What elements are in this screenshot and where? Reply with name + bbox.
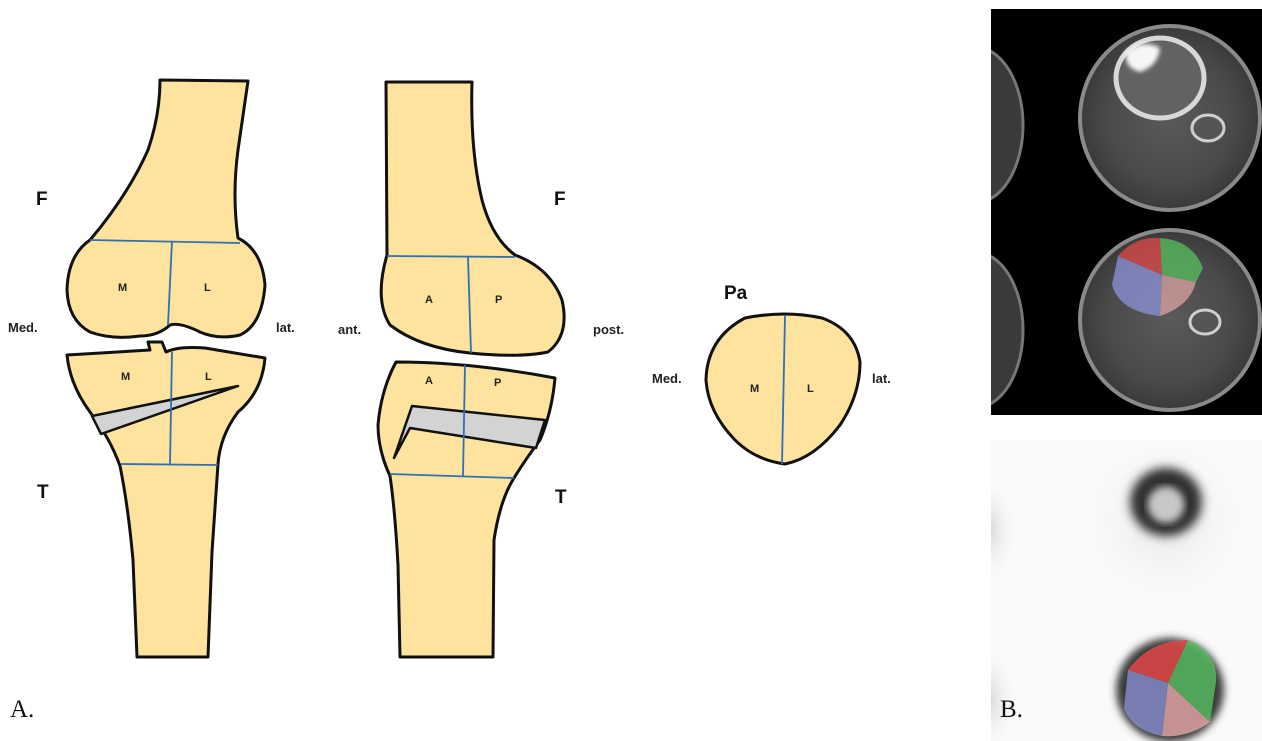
femur-frontal-label: F bbox=[36, 189, 48, 210]
patella-zone-l: L bbox=[807, 383, 814, 395]
tibia-frontal-zone-m: M bbox=[121, 371, 130, 383]
pet-contralateral-leg bbox=[960, 470, 1020, 590]
femur-sagittal-zone-line-horizontal bbox=[387, 256, 515, 257]
medial-label-patella: Med. bbox=[652, 371, 682, 386]
patella-label: Pa bbox=[724, 283, 748, 304]
pet-uptake-center bbox=[1148, 487, 1184, 523]
tibia-frontal-label: T bbox=[37, 482, 49, 503]
lateral-label-patella: lat. bbox=[872, 371, 891, 386]
tibia-frontal bbox=[67, 342, 265, 657]
patella-view: M L Pa Med. lat. bbox=[652, 283, 891, 464]
ct-overlay-contralateral-leg bbox=[927, 252, 1023, 408]
tibia-frontal-zone-l: L bbox=[205, 371, 212, 383]
pet-image bbox=[960, 420, 1262, 620]
tibia-sagittal bbox=[378, 362, 555, 657]
tibia-sagittal-zone-a: A bbox=[425, 375, 433, 387]
anterior-label-sagittal: ant. bbox=[338, 322, 361, 337]
tibia-sagittal-label: T bbox=[555, 487, 567, 508]
panel-a: M L M L F T Med. lat. A P A P F T ant. p… bbox=[8, 80, 891, 723]
femur-sagittal bbox=[381, 82, 564, 355]
ct-overlay-fibula bbox=[1190, 310, 1220, 334]
panel-b: B. bbox=[927, 9, 1262, 741]
frontal-knee-view: M L M L F T Med. lat. bbox=[8, 80, 295, 657]
femur-frontal-zone-m: M bbox=[118, 282, 127, 294]
femur-sagittal-zone-p: P bbox=[495, 294, 502, 306]
medial-label-frontal: Med. bbox=[8, 320, 38, 335]
femur-sagittal-zone-a: A bbox=[425, 294, 433, 306]
femur-frontal bbox=[67, 80, 265, 337]
tibia-sagittal-zone-p: P bbox=[494, 377, 501, 389]
panel-b-label: B. bbox=[1000, 696, 1023, 723]
femur-frontal-zone-l: L bbox=[204, 282, 211, 294]
sagittal-knee-view: A P A P F T ant. post. bbox=[338, 82, 624, 657]
ct-overlay-image bbox=[927, 214, 1262, 415]
ct-image bbox=[927, 9, 1262, 214]
patella-zone-m: M bbox=[750, 383, 759, 395]
panel-a-label: A. bbox=[10, 696, 34, 723]
lateral-label-frontal: lat. bbox=[276, 320, 295, 335]
posterior-label-sagittal: post. bbox=[593, 322, 624, 337]
ct-contralateral-leg bbox=[927, 47, 1023, 203]
femur-sagittal-label: F bbox=[554, 189, 566, 210]
ct-fibula bbox=[1192, 115, 1224, 141]
